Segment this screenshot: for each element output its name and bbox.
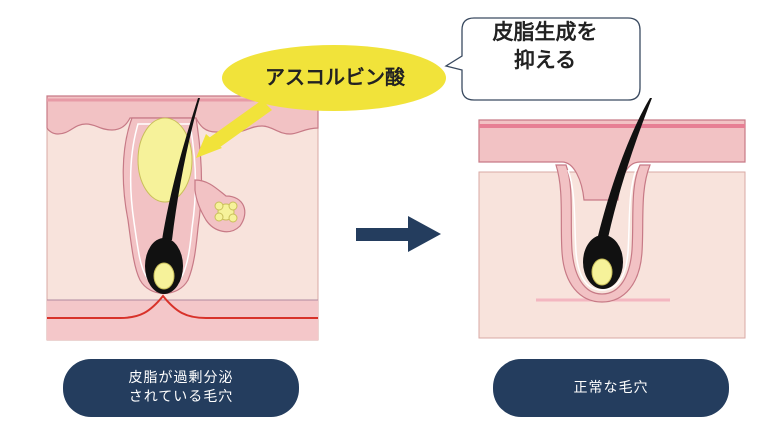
right-dermal-papilla [591,258,613,286]
pointer-arrow [206,100,272,150]
clogged-pore-line-2: されている毛穴 [128,389,234,405]
ascorbic-acid-bubble [222,45,446,111]
transition-arrow [356,216,441,252]
left-dermal-papilla [153,262,175,290]
right-follicle-sheath [555,164,651,303]
normal-pore-text: 正常な毛穴 [573,379,649,396]
left-pore-illustration [46,95,319,341]
right-epidermis [478,119,746,201]
blood-vessel [47,294,318,319]
suppress-sebum-label: 皮脂生成を 抑える [461,18,629,74]
clogged-pore-line-1: 皮脂が過剰分泌 [128,370,234,386]
left-hair-shaft [162,98,200,240]
clogged-pore-label: 皮脂が過剰分泌 されている毛穴 [63,359,299,417]
sebum-cluster [214,201,238,223]
normal-pore-label: 正常な毛穴 [493,359,729,417]
right-hair-shaft [598,98,652,238]
suppress-sebum-line-2: 抑える [513,48,577,72]
right-pore-illustration [478,98,746,339]
left-bottom-band [47,300,318,340]
ascorbic-acid-label: アスコルビン酸 [265,65,405,89]
suppress-sebum-line-1: 皮脂生成を [492,20,598,44]
suppress-sebum-bubble [444,17,641,101]
